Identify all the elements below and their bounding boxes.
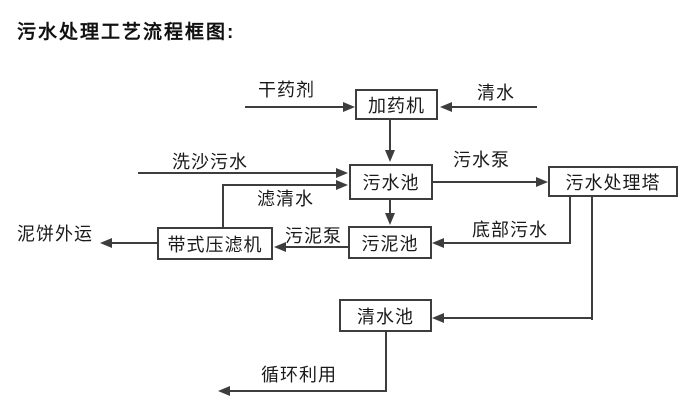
arrowhead-sewage-pool-to-tower <box>536 177 548 187</box>
line-bottom-sewage-vertical <box>569 196 571 244</box>
arrowhead-tower-to-clear-pool <box>432 313 444 323</box>
label-bottom-sewage: 底部污水 <box>472 220 548 240</box>
line-bottom-sewage-to-sludge-pool <box>444 242 571 244</box>
node-sewage-pool: 污水池 <box>349 164 433 200</box>
line-dosing-to-sewage-pool <box>389 120 391 150</box>
line-press-to-mud-cake <box>112 242 157 244</box>
arrowhead-sewage-pool-to-sludge-pool <box>385 213 395 225</box>
arrowhead-sludge-pool-to-press <box>274 242 286 252</box>
label-sand-washing-sewage: 洗沙污水 <box>172 152 248 172</box>
line-dry-chemical-to-dosing <box>245 106 343 108</box>
page-title: 污水处理工艺流程框图: <box>17 22 236 43</box>
line-sewage-pool-to-tower <box>433 181 536 183</box>
label-mud-cake-out: 泥饼外运 <box>17 224 93 244</box>
line-clear-pool-recycle-vertical <box>385 331 387 392</box>
arrowhead-press-to-mud-cake <box>100 238 112 248</box>
label-clear-water: 清水 <box>477 83 515 103</box>
arrowhead-recycle <box>218 386 230 396</box>
label-recycle-use: 循环利用 <box>261 365 337 385</box>
arrowhead-dry-chemical-to-dosing <box>343 102 355 112</box>
line-filtered-water-to-sewage-pool <box>222 184 336 186</box>
arrowhead-clear-water-to-dosing <box>440 102 452 112</box>
arrowhead-filtered-water-to-sewage-pool <box>336 180 348 190</box>
arrowhead-sand-washing-to-sewage-pool <box>336 168 348 178</box>
line-tower-to-clear-pool <box>444 317 593 319</box>
line-tower-to-clear-pool-vertical <box>591 196 593 320</box>
line-clear-water-to-dosing <box>452 106 537 108</box>
arrowhead-dosing-to-sewage-pool <box>385 150 395 162</box>
label-sewage-pump: 污水泵 <box>453 150 510 170</box>
line-sand-washing-to-sewage-pool <box>138 172 336 174</box>
line-sewage-pool-to-sludge-pool <box>389 200 391 213</box>
line-filtered-water-vertical <box>222 184 224 227</box>
arrowhead-bottom-sewage-to-sludge-pool <box>432 238 444 248</box>
node-belt-filter-press: 带式压滤机 <box>157 227 273 260</box>
line-recycle-horizontal <box>230 390 387 392</box>
label-dry-chemical: 干药剂 <box>258 80 315 100</box>
node-sludge-pool: 污泥池 <box>348 226 432 259</box>
label-filtered-water: 滤清水 <box>257 189 314 209</box>
label-sludge-pump: 污泥泵 <box>285 226 342 246</box>
node-treatment-tower: 污水处理塔 <box>548 166 678 197</box>
node-dosing-machine: 加药机 <box>355 89 438 120</box>
node-clear-water-pool: 清水池 <box>339 299 432 332</box>
line-sludge-pool-to-press <box>286 246 348 248</box>
